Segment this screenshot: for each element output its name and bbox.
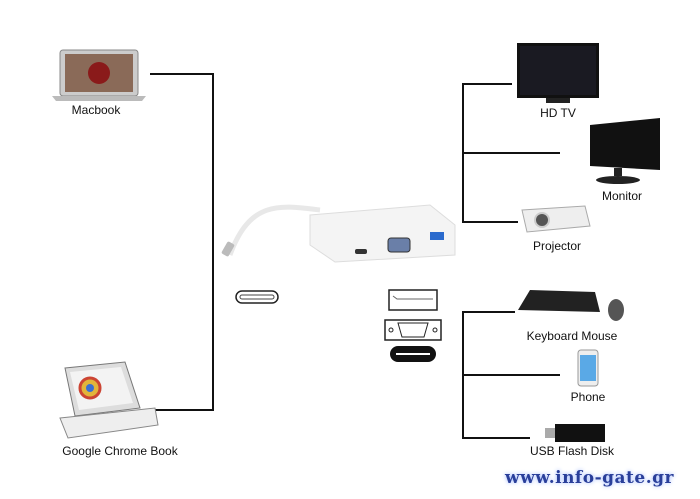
output-label-hd-tv: HD TV	[540, 106, 576, 120]
monitor-image	[590, 118, 660, 184]
usb-c-icon	[235, 290, 279, 304]
watermark: www.info-gate.gr	[505, 468, 674, 488]
output-label-monitor: Monitor	[601, 189, 643, 203]
output-label-keyboard-mouse: Keyboard Mouse	[526, 329, 618, 343]
macbook-image	[52, 49, 146, 101]
left-bracket	[150, 73, 214, 411]
adapter-image	[221, 204, 456, 263]
phone-image	[577, 349, 599, 387]
output-label-phone: Phone	[570, 390, 606, 404]
usb-a-icon	[388, 289, 438, 311]
keyboard-mouse-image	[518, 290, 624, 321]
vga-icon	[384, 319, 442, 341]
usb-c-port-icon	[390, 346, 436, 362]
usb-flash-disk-image	[545, 424, 605, 442]
source-label-macbook: Macbook	[71, 103, 121, 117]
output-label-projector: Projector	[532, 239, 582, 253]
output-label-usb-flash-disk: USB Flash Disk	[529, 444, 615, 458]
source-label-chromebook: Google Chrome Book	[62, 444, 178, 458]
hd-tv-image	[517, 43, 599, 103]
projector-image	[521, 205, 591, 233]
chromebook-image	[59, 361, 159, 439]
